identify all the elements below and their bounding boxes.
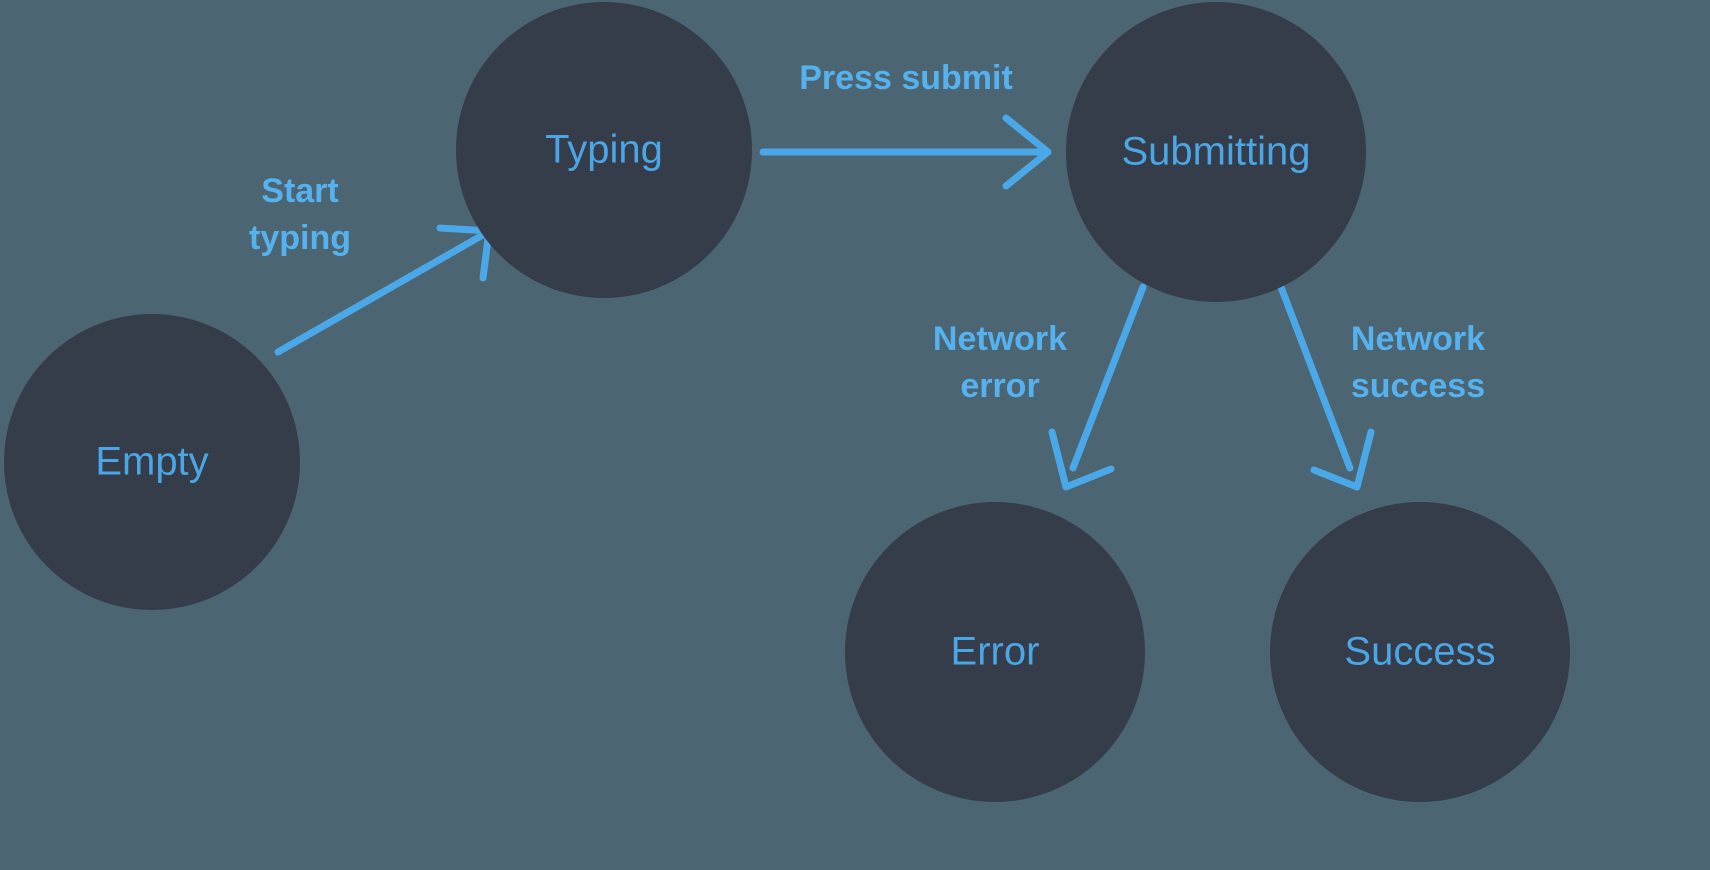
state-node-error[interactable]: Error	[845, 502, 1145, 802]
edge-submitting-to-success	[1277, 283, 1375, 491]
edge-label-network-success-line2: success	[1351, 367, 1485, 405]
edge-typing-to-submitting	[759, 114, 1052, 190]
edge-empty-to-typing-line	[274, 228, 492, 356]
edge-label-network-error-line1: Network	[933, 320, 1067, 358]
state-node-success[interactable]: Success	[1270, 502, 1570, 802]
edge-label-press-submit: Press submit	[799, 59, 1013, 97]
edge-submitting-to-error-arrowhead	[1048, 428, 1115, 491]
state-node-success-label: Success	[1344, 630, 1495, 674]
state-node-typing-circle[interactable]	[456, 2, 752, 298]
state-node-typing-label: Typing	[545, 128, 663, 172]
state-node-submitting-circle[interactable]	[1066, 2, 1366, 302]
edge-label-network-error-line2: error	[960, 367, 1039, 405]
edge-label-start-typing: Start typing	[249, 172, 351, 257]
edge-submitting-to-success-arrowhead	[1310, 428, 1375, 491]
edge-label-network-success-line1: Network	[1351, 320, 1485, 358]
state-node-error-circle[interactable]	[845, 502, 1145, 802]
state-node-error-label: Error	[951, 630, 1040, 674]
edge-submitting-to-success-line	[1277, 283, 1354, 472]
state-node-empty-circle[interactable]	[4, 314, 300, 610]
state-node-empty[interactable]: Empty	[4, 314, 300, 610]
state-node-typing[interactable]: Typing	[456, 2, 752, 298]
edge-submitting-to-error	[1048, 283, 1147, 491]
edge-label-press-submit-line1: Press submit	[799, 59, 1013, 97]
edge-label-start-typing-line1: Start	[261, 172, 338, 210]
state-node-submitting-label: Submitting	[1122, 130, 1311, 174]
edge-label-start-typing-line2: typing	[249, 219, 351, 257]
edge-label-network-error: Network error	[933, 320, 1067, 405]
state-node-success-circle[interactable]	[1270, 502, 1570, 802]
state-node-submitting[interactable]: Submitting	[1066, 2, 1366, 302]
state-node-empty-label: Empty	[95, 440, 208, 484]
edge-typing-to-submitting-arrowhead	[1002, 114, 1052, 190]
edge-label-network-success: Network success	[1351, 320, 1485, 405]
edge-submitting-to-error-line	[1069, 283, 1147, 472]
